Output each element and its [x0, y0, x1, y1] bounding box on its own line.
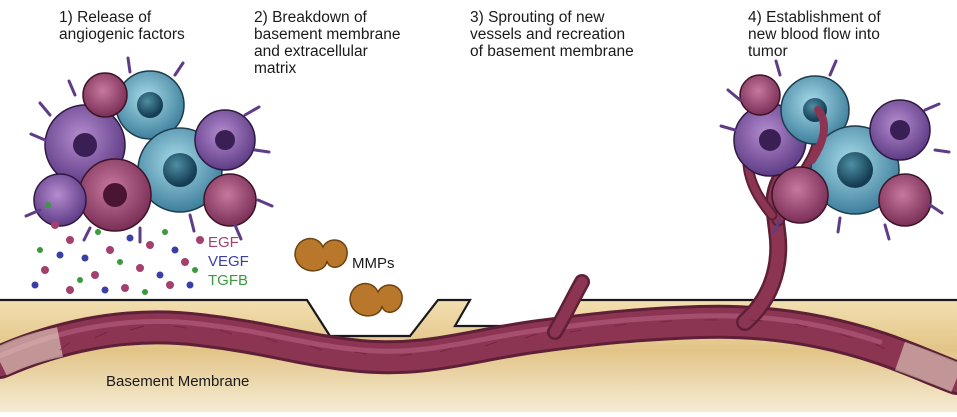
- egf-label: EGF: [208, 234, 239, 251]
- step-1-label: 1) Release of angiogenic factors: [59, 9, 185, 43]
- mmp-enzymes: [295, 239, 402, 316]
- step-4-label: 4) Establishment of new blood flow into …: [748, 9, 881, 60]
- vegf-label: VEGF: [208, 253, 249, 270]
- basement-membrane-label: Basement Membrane: [106, 373, 249, 390]
- tumor-cluster-left: [26, 58, 272, 242]
- step-2-label: 2) Breakdown of basement membrane and ex…: [254, 9, 400, 77]
- tgfb-label: TGFB: [208, 272, 248, 289]
- tumor-cluster-right: [721, 61, 949, 239]
- mmps-label: MMPs: [352, 255, 395, 272]
- step-3-label: 3) Sprouting of new vessels and recreati…: [470, 9, 634, 60]
